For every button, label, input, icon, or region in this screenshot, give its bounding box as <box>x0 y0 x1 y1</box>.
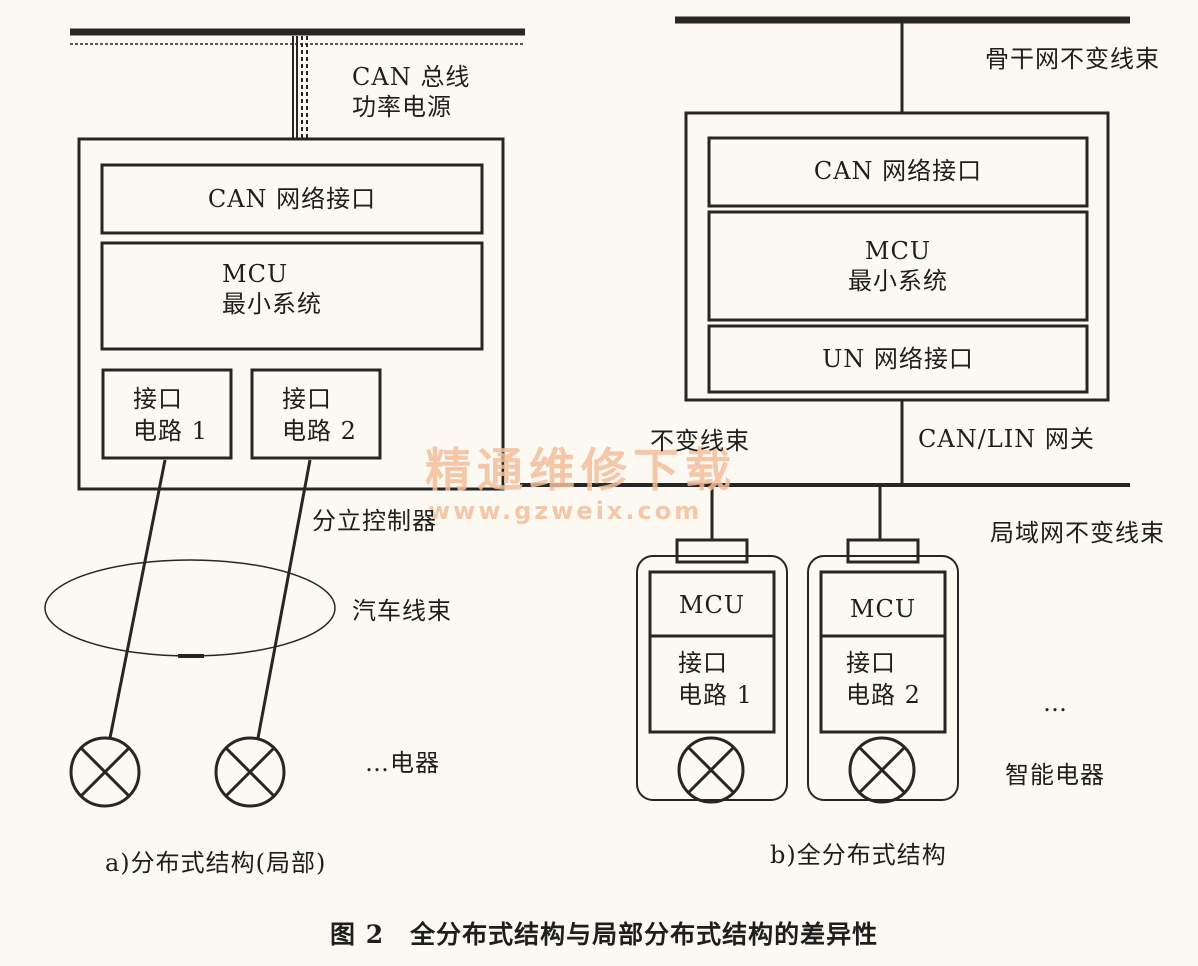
smart-appliance-label: 智能电器 <box>1005 761 1105 789</box>
bus-label-line2: 功率电源 <box>352 93 452 121</box>
harness-label: 汽车线束 <box>352 597 452 625</box>
left-mcu-sublabel: 最小系统 <box>222 290 322 318</box>
left-caption: a)分布式结构(局部) <box>105 849 327 877</box>
bus-label-line1: CAN 总线 <box>352 63 471 91</box>
wire-2 <box>256 459 312 739</box>
right-mcu-label: MCU <box>864 237 932 265</box>
figure-caption: 图 2 全分布式结构与局部分布式结构的差异性 <box>330 920 879 949</box>
left-interface2-sublabel: 电路 2 <box>282 417 357 445</box>
right-caption: b)全分布式结构 <box>770 841 947 869</box>
backbone-label: 骨干网不变线束 <box>985 45 1160 73</box>
discrete-controller-box <box>77 137 505 491</box>
gateway-label: CAN/LIN 网关 <box>918 425 1095 453</box>
left-can-interface-box <box>100 163 484 235</box>
right-mcu-sublabel: 最小系统 <box>848 267 948 295</box>
node2-outer <box>807 555 959 801</box>
node2-interface-label: 接口 <box>846 649 896 677</box>
node1-interface-box <box>648 634 776 734</box>
node1-mcu-label: MCU <box>678 591 746 619</box>
node2-appliance-icon <box>848 736 916 804</box>
left-bus-connector <box>292 36 308 140</box>
watermark-url: www.gzweix.com <box>428 497 703 525</box>
right-can-interface-label: CAN 网络接口 <box>813 157 983 185</box>
node2-connector <box>846 538 920 564</box>
left-interface1-box <box>101 368 233 460</box>
right-lin-interface-label: UN 网络接口 <box>822 345 974 373</box>
node1-interface-label: 接口 <box>678 649 728 677</box>
appliance-label: …电器 <box>365 749 440 777</box>
bus-label: 不变线束 <box>650 427 750 455</box>
left-mcu-box <box>100 241 484 351</box>
gateway-outer-box <box>684 111 1110 402</box>
controller-label: 分立控制器 <box>312 507 437 535</box>
appliance-2-icon <box>214 736 286 808</box>
node2-mcu-label: MCU <box>849 595 917 623</box>
left-interface1-label: 接口 <box>133 385 183 413</box>
more-nodes-ellipsis: … <box>1043 689 1068 717</box>
appliance-1-icon <box>69 736 141 808</box>
left-mcu-label: MCU <box>222 260 289 288</box>
node2-interface-box <box>819 634 947 734</box>
left-interface2-label: 接口 <box>282 385 332 413</box>
left-interface1-sublabel: 电路 1 <box>133 417 208 445</box>
watermark-text: 精通维修下载 <box>425 443 737 497</box>
left-can-interface-label: CAN 网络接口 <box>207 185 377 213</box>
lan-label: 局域网不变线束 <box>990 519 1165 547</box>
left-interface2-box <box>250 368 382 460</box>
node1-interface-sublabel: 电路 1 <box>678 681 753 709</box>
node2-interface-sublabel: 电路 2 <box>846 681 921 709</box>
wire-1 <box>108 459 167 739</box>
node1-outer <box>636 555 788 801</box>
harness-ellipse <box>44 559 336 657</box>
node1-connector <box>675 538 749 564</box>
node1-appliance-icon <box>677 736 745 804</box>
right-mcu-box <box>707 210 1089 322</box>
right-lin-interface-box <box>707 324 1089 394</box>
right-can-interface-box <box>707 136 1089 208</box>
